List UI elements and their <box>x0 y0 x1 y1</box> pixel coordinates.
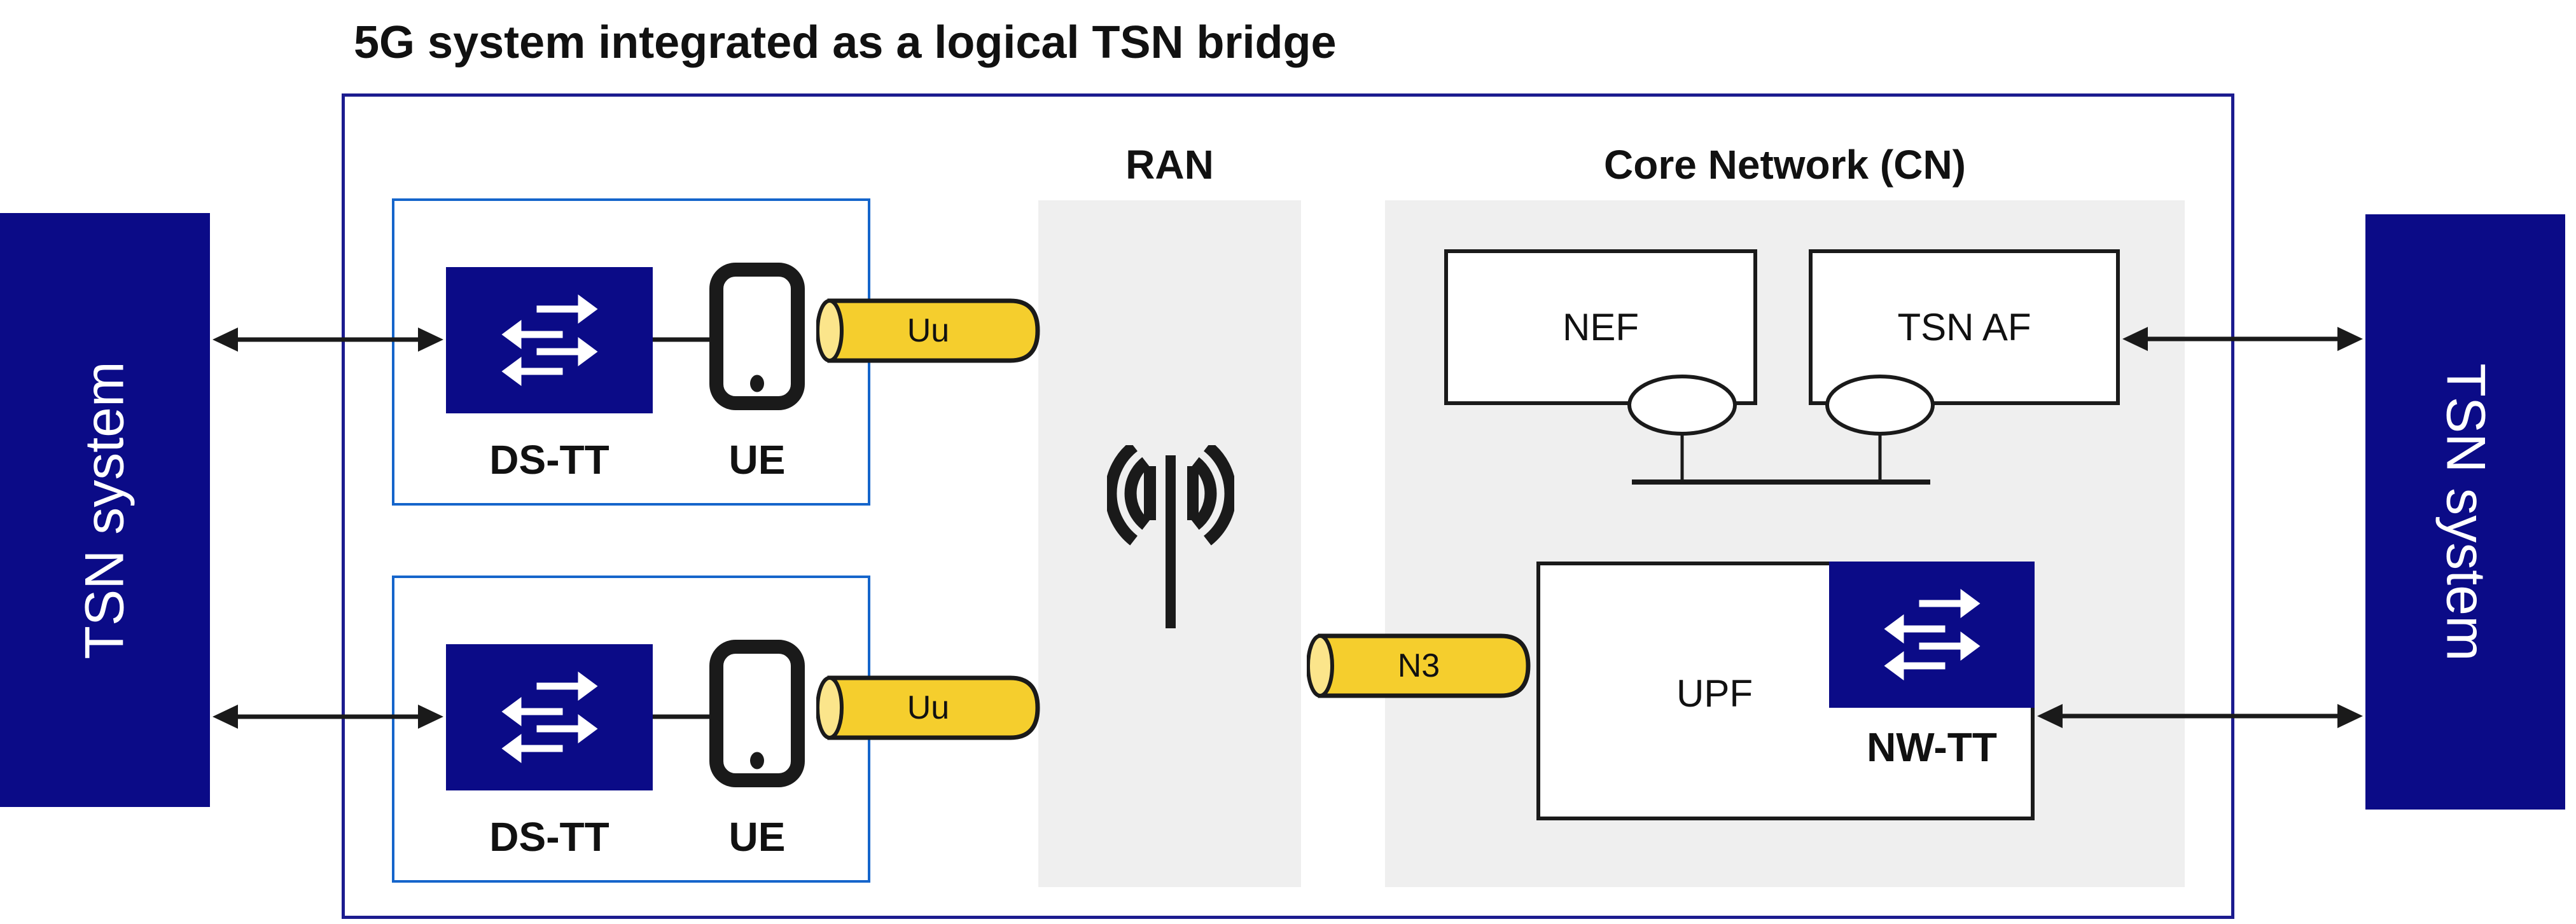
ran-label: RAN <box>1125 142 1214 188</box>
cell-tower-icon <box>1107 445 1234 628</box>
upf-label: UPF <box>1676 672 1753 715</box>
n3-label: N3 <box>1397 647 1440 684</box>
tsn-system-left-label: TSN system <box>74 361 136 659</box>
ds-tt-switch-1 <box>446 267 653 413</box>
tsn-system-right: TSN system <box>2365 214 2565 810</box>
diagram-title: 5G system integrated as a logical TSN br… <box>354 17 1337 68</box>
uu-label-1: Uu <box>907 312 950 349</box>
5g-bridge-box <box>342 93 2234 919</box>
nw-tt-switch <box>1829 562 2035 708</box>
tsn-system-left: TSN system <box>0 213 210 807</box>
uu-label-2: Uu <box>907 689 950 726</box>
nef-label: NEF <box>1563 306 1639 348</box>
smartphone-icon-1 <box>709 263 805 410</box>
switch-arrows-icon <box>501 672 597 763</box>
ds-tt-label-1: DS-TT <box>489 437 609 483</box>
tsn-system-right-label: TSN system <box>2435 362 2496 661</box>
switch-arrows-icon <box>501 294 597 386</box>
tsn-af-label: TSN AF <box>1897 306 2031 348</box>
nw-tt-label: NW-TT <box>1867 724 1997 770</box>
core-network-label: Core Network (CN) <box>1604 142 1966 188</box>
ue-label-2: UE <box>728 814 786 860</box>
ue-label-1: UE <box>728 437 786 483</box>
tsn-af-box: TSN AF <box>1809 249 2120 405</box>
ds-tt-switch-2 <box>446 644 653 790</box>
switch-arrows-icon <box>1884 589 1980 680</box>
smartphone-icon-2 <box>709 640 805 787</box>
ds-tt-label-2: DS-TT <box>489 814 609 860</box>
nef-box: NEF <box>1444 249 1757 405</box>
